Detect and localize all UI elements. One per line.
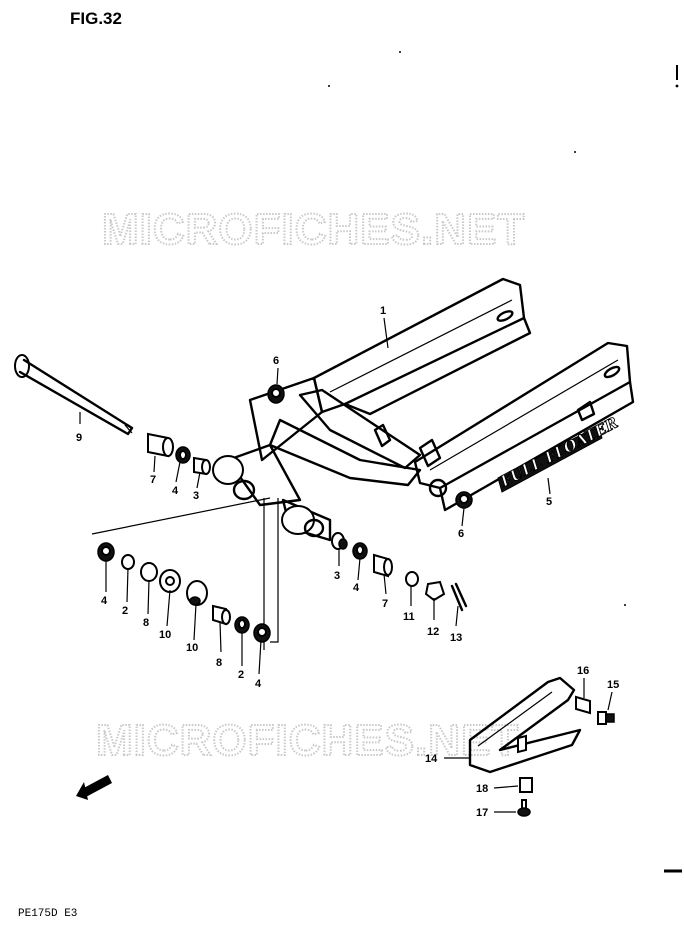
part-label-8-mid: 8 (216, 657, 222, 669)
part-label-2-left: 2 (122, 605, 128, 617)
part-label-6-upper: 6 (273, 355, 279, 367)
part-label-3-upper: 3 (193, 490, 199, 502)
upper-bushings (147, 384, 473, 509)
part-label-14: 14 (425, 753, 438, 765)
full-floater-decal: FULL FLOATER (496, 413, 621, 493)
part-number-labels: 1 6 9 7 4 3 5 6 4 2 8 10 10 8 2 4 3 4 7 … (76, 305, 619, 819)
decal-text: FULL FLOATER (497, 414, 621, 491)
part-label-17: 17 (476, 807, 488, 819)
swingarm-assembly (91, 277, 635, 650)
part-label-18: 18 (476, 783, 488, 795)
part-label-15: 15 (607, 679, 619, 691)
part-label-10-left: 10 (159, 629, 171, 641)
part-label-16: 16 (577, 665, 589, 677)
figure-title: FIG.32 (70, 9, 122, 28)
scan-specks (328, 51, 682, 873)
part-label-1: 1 (380, 305, 386, 317)
chain-guide-assembly (468, 676, 615, 817)
pivot-shaft (14, 354, 134, 436)
leader-lines (79, 317, 613, 813)
part-label-10-mid: 10 (186, 642, 198, 654)
part-label-7-right: 7 (382, 598, 388, 610)
front-direction-arrow-icon (76, 775, 112, 800)
model-code: PE175D E3 (18, 908, 77, 920)
part-label-4-upper: 4 (172, 485, 179, 497)
part-label-4-left: 4 (101, 595, 108, 607)
part-label-3-right: 3 (334, 570, 340, 582)
part-label-9: 9 (76, 432, 82, 444)
part-label-12: 12 (427, 626, 439, 638)
part-label-7-upper: 7 (150, 474, 156, 486)
part-label-4-right: 4 (353, 582, 360, 594)
part-label-6-lower: 6 (458, 528, 464, 540)
part-label-4-mid: 4 (255, 678, 262, 690)
part-label-11: 11 (403, 611, 415, 623)
part-label-2-mid: 2 (238, 669, 244, 681)
part-label-13: 13 (450, 632, 462, 644)
part-label-5: 5 (546, 496, 552, 508)
left-washer-stack (97, 542, 271, 643)
watermark-top: MICROFICHES.NET (102, 205, 525, 254)
part-label-8-left: 8 (143, 617, 149, 629)
right-washer-stack (331, 532, 468, 612)
